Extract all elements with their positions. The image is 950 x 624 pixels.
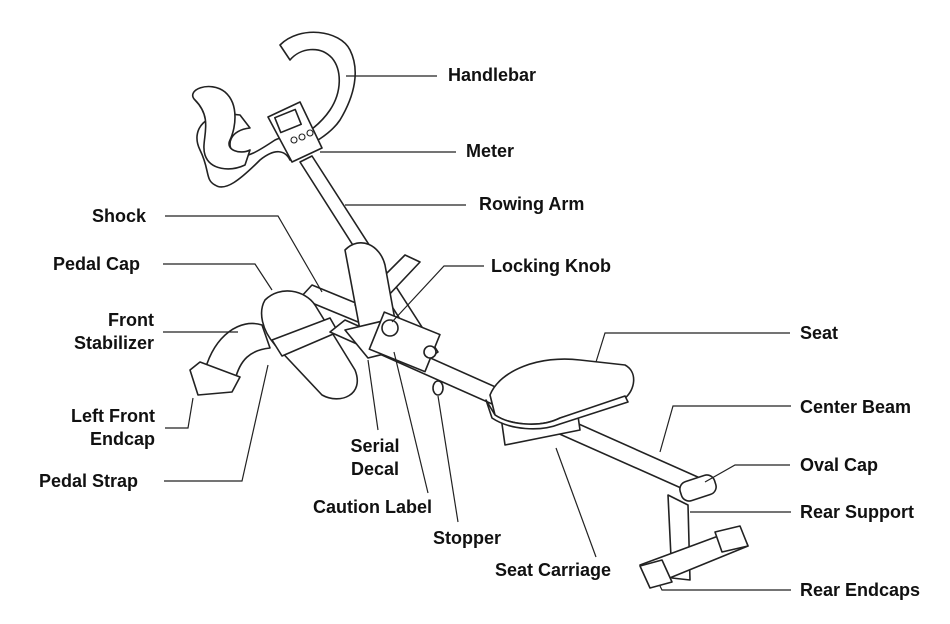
label-seat-carriage: Seat Carriage xyxy=(495,560,612,580)
label-pedal-strap: Pedal Strap xyxy=(39,471,139,491)
leader-lines xyxy=(163,75,791,591)
label-left-front-endcap-line1: Left Front xyxy=(71,406,155,426)
rear-endcaps xyxy=(639,525,749,589)
label-locking-knob: Locking Knob xyxy=(491,256,611,276)
leader-locking-knob xyxy=(391,265,484,323)
front-pedal xyxy=(260,290,358,400)
stopper xyxy=(432,380,444,396)
leader-pedal-cap xyxy=(163,263,273,291)
label-front-stabilizer-line1: Front xyxy=(108,310,154,330)
label-front-stabilizer-line2: Stabilizer xyxy=(73,333,154,353)
label-rear-support: Rear Support xyxy=(800,502,915,522)
label-rowing-arm: Rowing Arm xyxy=(479,194,585,214)
leader-center-beam xyxy=(659,405,791,453)
leader-shock xyxy=(165,215,323,293)
leader-serial-decal xyxy=(367,359,379,431)
leader-seat xyxy=(595,332,790,363)
label-shock: Shock xyxy=(92,206,147,226)
leader-pedal-strap xyxy=(164,364,269,482)
label-handlebar: Handlebar xyxy=(448,65,537,85)
label-left-front-endcap-line2: Endcap xyxy=(89,429,155,449)
handlebar xyxy=(192,31,356,188)
leader-left-front-endcap xyxy=(165,397,194,429)
label-pedal-cap: Pedal Cap xyxy=(53,254,141,274)
leader-seat-carriage xyxy=(555,447,597,558)
label-oval-cap: Oval Cap xyxy=(800,455,879,475)
label-seat: Seat xyxy=(800,323,839,343)
leader-caution-label xyxy=(393,351,429,494)
label-center-beam: Center Beam xyxy=(800,397,912,417)
leader-stopper xyxy=(437,395,459,523)
leader-rear-endcaps xyxy=(659,585,791,591)
label-serial-decal-line2: Decal xyxy=(350,459,400,479)
label-rear-endcaps: Rear Endcaps xyxy=(800,580,921,600)
label-stopper: Stopper xyxy=(433,528,502,548)
meter xyxy=(267,101,323,163)
leader-oval-cap xyxy=(704,464,790,483)
label-meter: Meter xyxy=(466,141,515,161)
label-caution-label: Caution Label xyxy=(313,497,433,517)
front-stabilizer xyxy=(189,322,271,396)
label-serial-decal-line1: Serial xyxy=(350,436,400,456)
seat xyxy=(485,358,635,430)
